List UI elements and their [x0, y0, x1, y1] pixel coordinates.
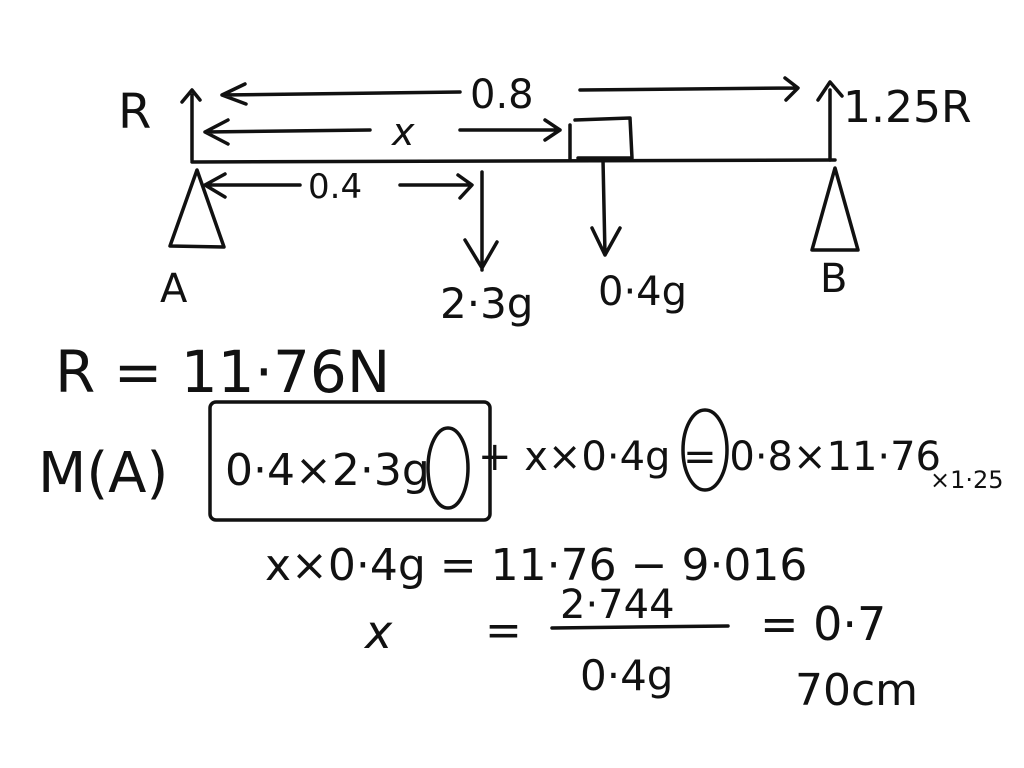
label-load-distance: 0.4 [308, 167, 362, 207]
working-line-3: x×0·4g = 11·76 − 9·016 [265, 540, 807, 591]
working-line-4-lhs: x [363, 605, 393, 659]
reaction-arrow-a [180, 88, 202, 162]
label-support-b: B [820, 256, 847, 302]
load-arrow-2 [590, 158, 622, 257]
beam [190, 158, 837, 164]
moment-label: M(A) [38, 441, 168, 506]
working-line-4-equals: = [485, 605, 522, 656]
reaction-arrow-b [816, 80, 844, 162]
label-span-length: 0.8 [470, 72, 534, 118]
circled-g-2 [681, 408, 729, 492]
support-b-triangle [810, 166, 860, 252]
load-arrow-1 [463, 170, 499, 272]
circled-g-1 [426, 426, 470, 510]
dimension-arrow-load [203, 172, 474, 200]
support-a-triangle [168, 168, 226, 249]
label-right-reaction: 1.25R [843, 82, 972, 133]
working-line-4-result: = 0·7 [760, 597, 886, 651]
label-left-reaction: R [118, 84, 151, 140]
fraction-numerator: 2·744 [560, 582, 675, 628]
final-answer: 70cm [795, 665, 918, 716]
label-load-2: 0·4g [598, 269, 687, 315]
multiplier-note: ×1·25 [930, 466, 1004, 494]
fraction-bar [550, 624, 730, 630]
dimension-arrow-span [220, 76, 800, 106]
boxed-term: 0·4×2·3g [225, 445, 430, 496]
dimension-arrow-x [203, 118, 562, 146]
box-around-term [208, 400, 492, 522]
label-block-distance: x [391, 110, 415, 154]
working-line-2: + x×0·4g = 0·8×11·76 [478, 434, 941, 480]
fraction-denominator: 0·4g [580, 651, 673, 700]
label-support-a: A [160, 266, 188, 312]
block-mass [568, 116, 634, 162]
label-load-1: 2·3g [440, 279, 533, 328]
working-line-1: R = 11·76N [55, 338, 390, 406]
